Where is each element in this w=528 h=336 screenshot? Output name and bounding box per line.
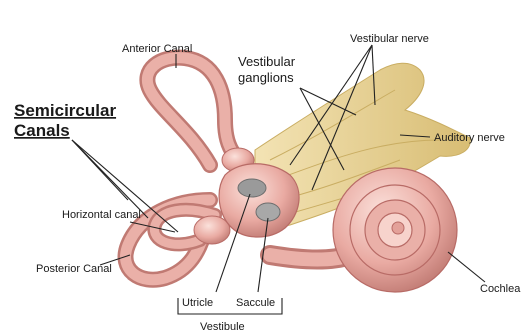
vestibule-shape	[219, 164, 299, 237]
auditory-nerve-label: Auditory nerve	[434, 132, 505, 144]
utricle-label: Utricle	[182, 297, 213, 309]
utricle-macula	[238, 179, 266, 197]
posterior-canal-label: Posterior Canal	[36, 263, 112, 275]
vestibule-label: Vestibule	[200, 321, 245, 333]
saccule-label: Saccule	[236, 297, 275, 309]
semicircular-canals-label-line1: Semicircular	[14, 101, 116, 120]
horizontal-canal-label: Horizontal canal	[62, 209, 141, 221]
cochlea-label: Cochlea	[480, 283, 521, 295]
vestibular-ganglions-label-line1: Vestibular	[238, 54, 296, 69]
vestibular-ganglions-label-line2: ganglions	[238, 70, 294, 85]
anterior-canal-label: Anterior Canal	[122, 43, 192, 55]
semicircular-canals-label-line2: Canals	[14, 121, 70, 140]
vestibular-nerve-label: Vestibular nerve	[350, 33, 429, 45]
cochlea-shape	[333, 168, 457, 292]
